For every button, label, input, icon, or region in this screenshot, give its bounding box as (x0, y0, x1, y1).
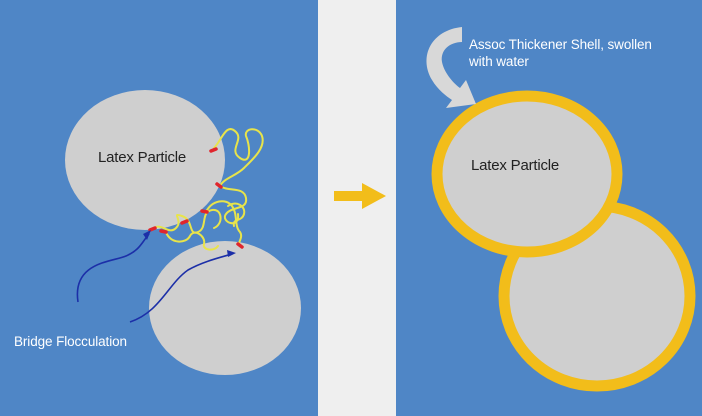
latex-particle-label-right: Latex Particle (471, 157, 560, 174)
shell-caption-line2: with water (469, 54, 529, 69)
shelled-particle-top (431, 90, 623, 258)
latex-particle-top (65, 90, 225, 230)
polymer-chain (151, 128, 264, 251)
shell-pointer-arrow-icon (426, 27, 476, 108)
shell-caption-line1: Assoc Thickener Shell, swollen (469, 37, 652, 52)
bridge-flocculation-caption: Bridge Flocculation (14, 334, 127, 349)
anchor-point (180, 219, 189, 225)
anchor-point (159, 229, 168, 234)
anchor-point (209, 147, 218, 153)
flocculation-arrows (76, 233, 233, 323)
anchor-point (148, 226, 157, 232)
latex-particle-bottom (149, 241, 301, 375)
arrowhead-icon (143, 230, 151, 240)
anchor-point (215, 182, 223, 189)
transition-arrow-icon (334, 183, 386, 209)
flocculation-arrow-2 (129, 253, 233, 323)
arrowhead-icon (227, 250, 236, 257)
anchor-point (200, 209, 209, 214)
anchor-groups (148, 147, 244, 249)
anchor-point (236, 242, 244, 249)
flocculation-arrow-1 (76, 233, 150, 303)
latex-particle-label-left: Latex Particle (98, 149, 187, 166)
